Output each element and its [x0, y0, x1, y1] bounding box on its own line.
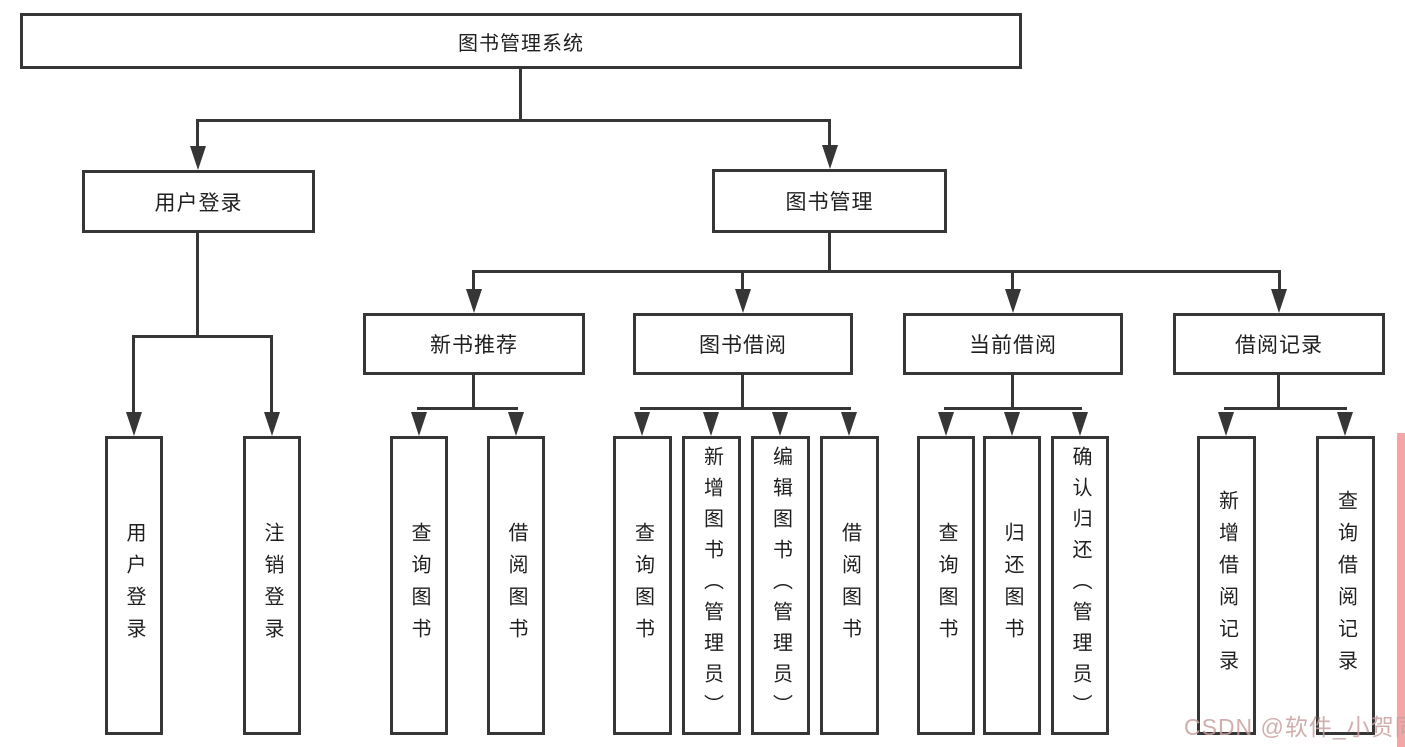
node-book-management: 图书管理	[712, 169, 947, 233]
connector-arrow	[190, 146, 206, 170]
leaf-edit-books-admin: 编辑图书（管理员）	[751, 436, 810, 735]
leaf-user-login: 用户登录	[105, 436, 163, 735]
connector-line	[741, 270, 744, 290]
leaf-add-borrow-record: 新增借阅记录	[1197, 436, 1256, 735]
connector-arrow	[1005, 289, 1021, 313]
connector-arrow	[126, 412, 142, 436]
connector-arrow	[703, 412, 719, 436]
node-user-login: 用户登录	[82, 170, 315, 233]
leaf-query-books: 查询图书	[390, 436, 448, 735]
connector-line	[270, 335, 273, 412]
csdn-watermark: CSDN @软件_小贺同学	[1184, 714, 1405, 740]
connector-arrow	[735, 289, 751, 313]
connector-line	[944, 407, 1082, 410]
leaf-query-borrow-record: 查询借阅记录	[1316, 436, 1375, 735]
leaf-query-books: 查询图书	[917, 436, 975, 735]
connector-arrow	[841, 412, 857, 436]
connector-line	[519, 69, 522, 122]
connector-line	[741, 375, 744, 410]
leaf-borrow-books: 借阅图书	[820, 436, 879, 735]
connector-arrow	[938, 412, 954, 436]
leaf-confirm-return-admin: 确认归还（管理员）	[1051, 436, 1109, 735]
connector-arrow	[264, 412, 280, 436]
connector-arrow	[466, 289, 482, 313]
connector-line	[640, 407, 851, 410]
connector-line	[1278, 270, 1281, 290]
leaf-return-books: 归还图书	[983, 436, 1041, 735]
connector-arrow	[1004, 412, 1020, 436]
connector-line	[132, 335, 273, 338]
connector-line	[196, 233, 199, 338]
leaf-borrow-books: 借阅图书	[487, 436, 545, 735]
leaf-logout: 注销登录	[243, 436, 301, 735]
connector-line	[196, 119, 831, 122]
connector-line	[196, 119, 199, 146]
connector-line	[472, 270, 1281, 273]
connector-arrow	[1271, 289, 1287, 313]
connector-arrow	[1218, 412, 1234, 436]
node-current-borrowing: 当前借阅	[903, 313, 1123, 375]
node-book-borrowing: 图书借阅	[633, 313, 853, 375]
watermark-edge-strip	[1397, 433, 1405, 747]
connector-arrow	[822, 145, 838, 169]
connector-line	[472, 270, 475, 290]
connector-line	[1224, 407, 1347, 410]
connector-line	[472, 375, 475, 410]
connector-line	[828, 119, 831, 146]
connector-line	[1011, 375, 1014, 410]
connector-arrow	[1337, 412, 1353, 436]
connector-line	[1011, 270, 1014, 290]
leaf-add-books-admin: 新增图书（管理员）	[682, 436, 741, 735]
connector-arrow	[508, 412, 524, 436]
leaf-query-books: 查询图书	[613, 436, 672, 735]
connector-arrow	[772, 412, 788, 436]
connector-line	[132, 335, 135, 412]
connector-line	[828, 233, 831, 273]
connector-line	[417, 407, 518, 410]
connector-arrow	[634, 412, 650, 436]
node-new-book-recommendation: 新书推荐	[363, 313, 585, 375]
connector-arrow	[1072, 412, 1088, 436]
node-borrowing-records: 借阅记录	[1173, 313, 1385, 375]
node-library-management-system: 图书管理系统	[20, 13, 1022, 69]
connector-line	[1277, 375, 1280, 410]
connector-arrow	[411, 412, 427, 436]
